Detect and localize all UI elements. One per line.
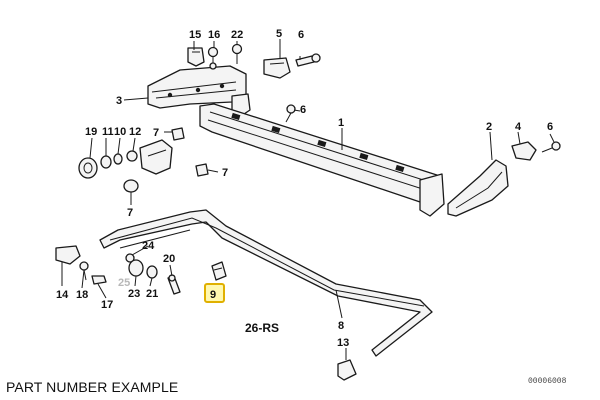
part-2-end-cap[interactable] bbox=[447, 159, 509, 217]
callout-9: 9 bbox=[210, 289, 216, 301]
part-24-washer[interactable] bbox=[125, 253, 135, 263]
callout-6-mid: 6 bbox=[300, 104, 306, 116]
highlight-box-9 bbox=[204, 283, 225, 303]
drawing-id: 00006008 bbox=[528, 377, 567, 386]
callout-22: 22 bbox=[231, 29, 243, 41]
part-7-nut-a[interactable] bbox=[171, 127, 185, 141]
callout-1: 1 bbox=[338, 117, 344, 129]
callout-18: 18 bbox=[76, 289, 88, 301]
part-21-washer[interactable] bbox=[146, 265, 158, 279]
part-15-clip[interactable] bbox=[187, 47, 205, 67]
callout-13: 13 bbox=[337, 337, 349, 349]
callout-16: 16 bbox=[208, 29, 220, 41]
callout-5: 5 bbox=[276, 28, 282, 40]
part-19-knob[interactable] bbox=[78, 157, 98, 179]
assembly-label: 26-RS bbox=[245, 321, 279, 335]
callout-19: 19 bbox=[85, 126, 97, 138]
part-1-main-rail[interactable] bbox=[199, 103, 445, 217]
callout-12: 12 bbox=[129, 126, 141, 138]
callout-6-right: 6 bbox=[547, 121, 553, 133]
part-8-seal-strip[interactable] bbox=[99, 209, 433, 357]
part-17-screw[interactable] bbox=[91, 275, 107, 285]
part-6-screw-right[interactable] bbox=[541, 141, 561, 153]
callout-15: 15 bbox=[189, 29, 201, 41]
part-7-nut-b[interactable] bbox=[195, 163, 209, 177]
part-13-clip[interactable] bbox=[337, 359, 357, 381]
callout-24: 24 bbox=[142, 240, 155, 252]
part-6-screw-top[interactable] bbox=[295, 53, 321, 67]
part-9-clip[interactable] bbox=[211, 261, 227, 281]
part-20-bolt[interactable] bbox=[167, 274, 181, 295]
callout-labels: 15 16 22 5 6 3 6 1 2 4 6 19 11 10 12 7 7… bbox=[56, 28, 553, 349]
part-12-nut[interactable] bbox=[126, 150, 138, 162]
part-10-washer[interactable] bbox=[113, 153, 123, 165]
callout-10: 10 bbox=[114, 126, 126, 138]
part-23-knob[interactable] bbox=[128, 259, 144, 277]
part-4-cap[interactable] bbox=[511, 141, 537, 161]
callout-14: 14 bbox=[56, 289, 69, 301]
part-5-clip[interactable] bbox=[263, 57, 291, 79]
hinge-block[interactable] bbox=[139, 139, 173, 175]
callout-8: 8 bbox=[338, 320, 344, 332]
callout-20: 20 bbox=[163, 253, 175, 265]
callout-2: 2 bbox=[486, 121, 492, 133]
callout-17: 17 bbox=[101, 299, 113, 311]
part-16-screw[interactable] bbox=[207, 46, 219, 70]
part-22-screw[interactable] bbox=[231, 43, 243, 65]
callout-4: 4 bbox=[515, 121, 522, 133]
part-3-bracket[interactable] bbox=[147, 65, 251, 119]
callout-25: 25 bbox=[118, 277, 130, 289]
callout-11: 11 bbox=[102, 126, 114, 138]
caption: PART NUMBER EXAMPLE bbox=[6, 379, 179, 395]
callout-3: 3 bbox=[116, 95, 122, 107]
callout-7-c: 7 bbox=[127, 207, 133, 219]
callout-6-top: 6 bbox=[298, 29, 304, 41]
part-6-screw-mid[interactable] bbox=[285, 104, 296, 123]
part-11-washer[interactable] bbox=[100, 155, 112, 169]
leader-lines bbox=[61, 39, 555, 360]
part-14-bracket[interactable] bbox=[55, 245, 81, 265]
callout-21: 21 bbox=[146, 288, 158, 300]
callout-7-b: 7 bbox=[222, 167, 228, 179]
callout-23: 23 bbox=[128, 288, 140, 300]
callout-7-a: 7 bbox=[153, 127, 159, 139]
part-7-nut-c[interactable] bbox=[123, 179, 139, 193]
